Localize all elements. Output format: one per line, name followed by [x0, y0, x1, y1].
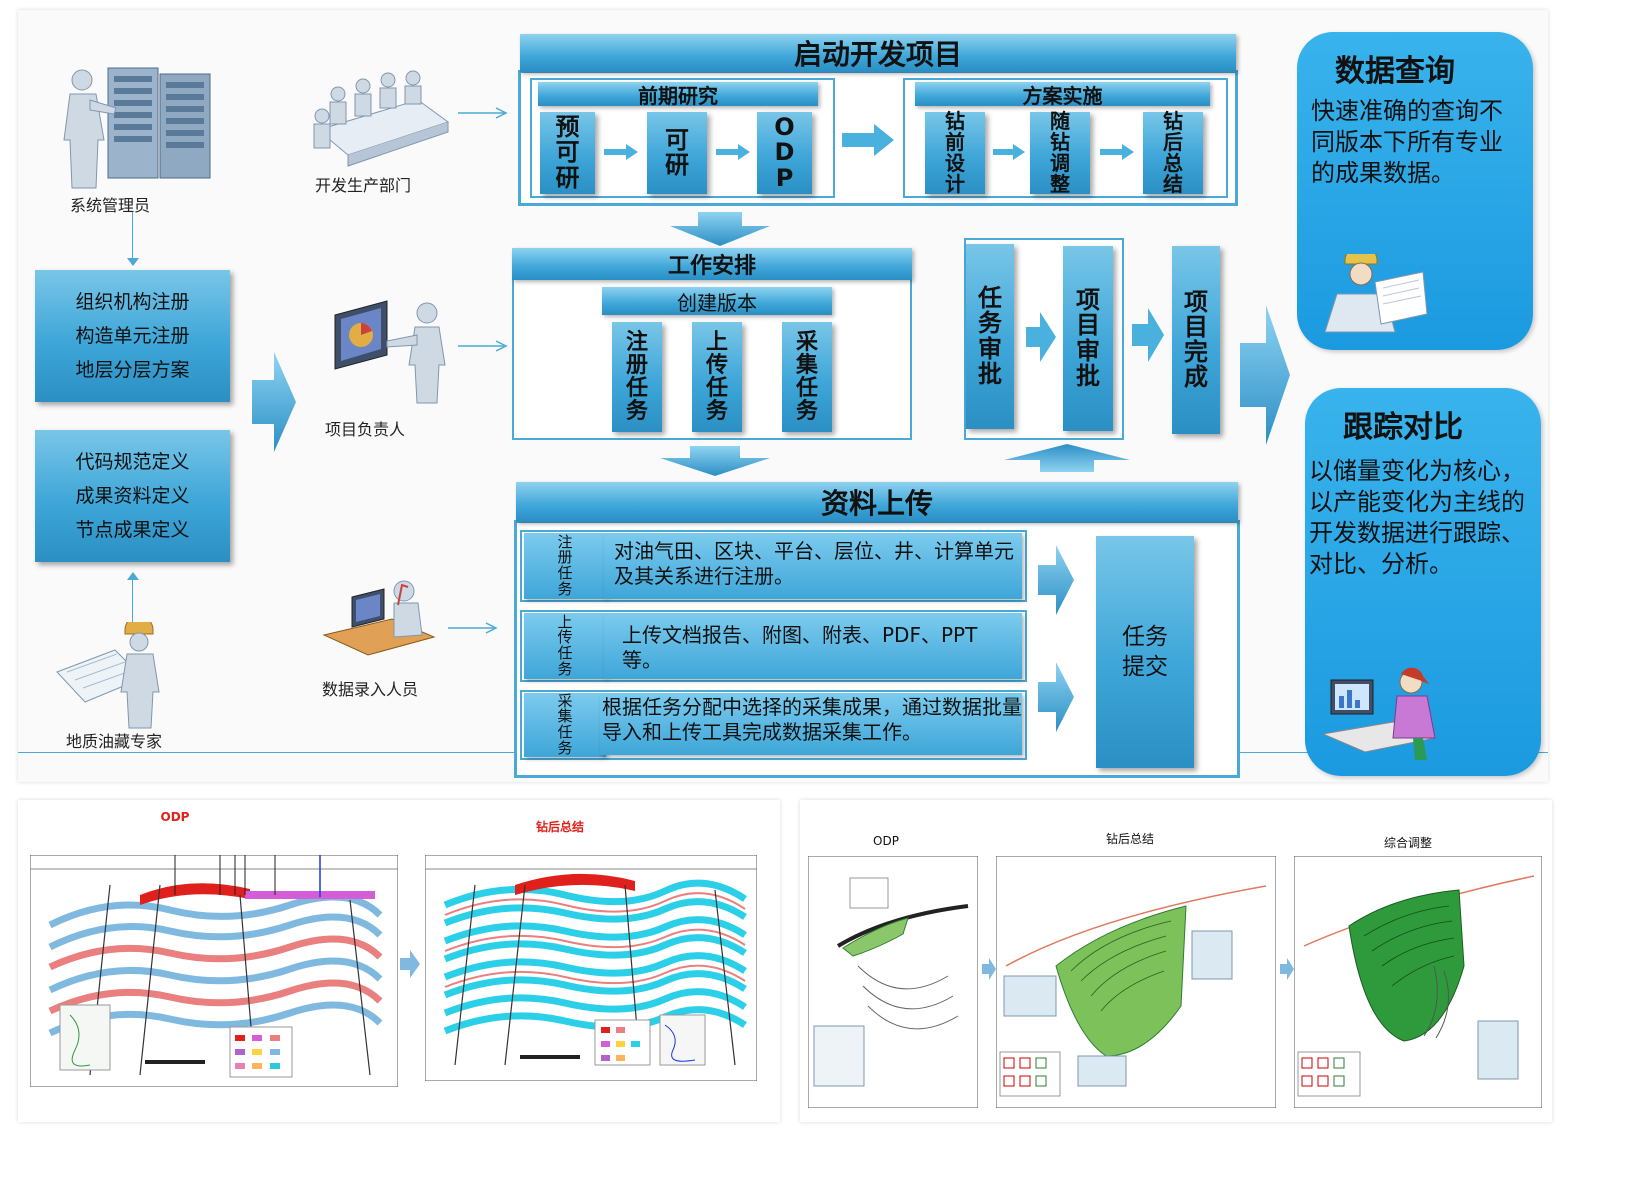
connector-admin-arrowhead	[127, 258, 139, 266]
down-arrow-2	[660, 446, 770, 476]
query-title: 数据查询	[1335, 54, 1455, 89]
map-adjust-title: 综合调整	[1383, 836, 1432, 850]
early-step-2: 可研	[647, 112, 707, 194]
impl-step-1: 钻前设计	[925, 111, 985, 195]
work-arrangement-title: 工作安排	[512, 248, 912, 280]
definition-line-2: 成果资料定义	[75, 485, 190, 507]
impl-step-3: 钻后总结	[1143, 111, 1203, 195]
arrow-data-entry	[448, 620, 498, 634]
analyst-at-computer-icon	[1321, 666, 1443, 764]
work-task-3: 采集任务	[782, 322, 832, 432]
big-right-arrow-left	[252, 352, 296, 452]
registration-line-2: 构造单元注册	[75, 325, 190, 347]
query-body: 快速准确的查询不同版本下所有专业的成果数据。	[1311, 97, 1503, 187]
map-adjust	[1293, 855, 1543, 1109]
tracking-title: 跟踪对比	[1343, 410, 1463, 445]
presentation-icon	[325, 295, 455, 405]
big-right-arrow-right	[1240, 305, 1290, 445]
cross-section-post-drill	[424, 854, 758, 1082]
map-post-drill	[995, 855, 1277, 1109]
registration-line-1: 组织机构注册	[75, 291, 190, 313]
early-step-1: 预可研	[540, 112, 595, 194]
early-to-impl-arrow	[842, 124, 894, 156]
upload-row-1-desc: 对油气田、区块、平台、层位、井、计算单元及其关系进行注册。	[614, 539, 1014, 588]
upload-row-3-desc: 根据任务分配中选择的采集成果，通过数据批量导入和上传工具完成数据采集工作。	[602, 695, 1022, 744]
upload-arrow-1	[1038, 545, 1074, 615]
tracking-body: 以储量变化为核心，以产能变化为主线的开发数据进行跟踪、对比、分析。	[1309, 457, 1525, 578]
map-post-drill-title: 钻后总结	[1105, 832, 1154, 846]
definition-line-1: 代码规范定义	[75, 451, 190, 473]
query-callout: 数据查询 快速准确的查询不同版本下所有专业的成果数据。	[1297, 32, 1533, 350]
early-study-title: 前期研究	[538, 82, 818, 108]
map-odp	[807, 855, 979, 1109]
map-odp-title: ODP	[873, 834, 899, 848]
upload-row-3-desc-box: 根据任务分配中选择的采集成果，通过数据批量导入和上传工具完成数据采集工作。	[600, 693, 1022, 755]
arrow-dev-dept	[458, 105, 508, 119]
impl-arrow-2	[1100, 144, 1134, 160]
early-arrow-1	[604, 144, 638, 160]
connector-geologist-up	[132, 578, 133, 622]
cross-section-post-drill-title: 钻后总结	[535, 820, 584, 834]
impl-step-2: 随钻调整	[1030, 111, 1090, 195]
map-arrow-1	[982, 958, 996, 980]
impl-arrow-1	[993, 144, 1025, 160]
upload-row-3-tag: 采集任务	[524, 693, 606, 757]
up-arrow	[1004, 444, 1130, 472]
approval-arrow-1	[1026, 312, 1056, 362]
upload-row-1-desc-box: 对油气田、区块、平台、层位、井、计算单元及其关系进行注册。	[604, 533, 1022, 599]
task-approval: 任务审批	[966, 244, 1014, 429]
map-arrow-2	[1280, 958, 1294, 980]
definition-line-3: 节点成果定义	[75, 519, 190, 541]
registration-line-3: 地层分层方案	[75, 359, 190, 381]
data-upload-title: 资料上传	[516, 482, 1238, 522]
upload-row-2-desc: 上传文档报告、附图、附表、PDF、PPT等。	[622, 623, 978, 672]
actor-admin-label: 系统管理员	[70, 196, 151, 215]
task-submit-box: 任务提交	[1096, 536, 1194, 768]
upload-row-2-tag: 上传任务	[524, 613, 606, 679]
implementation-title: 方案实施	[915, 82, 1210, 108]
actor-project-lead-label: 项目负责人	[325, 420, 406, 439]
reader-icon	[1315, 245, 1435, 344]
upload-row-2-desc-box: 上传文档报告、附图、附表、PDF、PPT等。	[604, 613, 1022, 679]
cross-section-odp-title: ODP	[160, 810, 190, 824]
computer-operator-icon	[322, 575, 437, 665]
cross-section-odp	[29, 854, 399, 1088]
actor-dev-dept-label: 开发生产部门	[315, 176, 412, 195]
start-project-title: 启动开发项目	[520, 34, 1236, 72]
actor-data-entry-label: 数据录入人员	[322, 680, 419, 699]
upload-row-1-tag: 注册任务	[524, 533, 606, 599]
work-task-2: 上传任务	[692, 322, 742, 432]
server-admin-icon	[60, 60, 220, 190]
arrow-project-lead	[458, 338, 508, 352]
registration-box: 组织机构注册 构造单元注册 地层分层方案	[35, 270, 230, 402]
work-task-1: 注册任务	[612, 322, 662, 432]
task-submit-label: 任务提交	[1122, 624, 1168, 680]
early-arrow-2	[716, 144, 750, 160]
definition-box: 代码规范定义 成果资料定义 节点成果定义	[35, 430, 230, 562]
connector-admin-down	[132, 212, 133, 264]
project-approval: 项目审批	[1063, 246, 1113, 431]
upload-arrow-2	[1038, 662, 1074, 732]
meeting-icon	[308, 70, 453, 170]
cross-section-arrow	[400, 950, 420, 978]
project-complete: 项目完成	[1172, 246, 1220, 434]
actor-geologist-label: 地质油藏专家	[66, 732, 163, 751]
approval-arrow-2	[1132, 308, 1164, 362]
create-version-bar: 创建版本	[602, 287, 832, 315]
engineer-blueprint-icon	[55, 615, 165, 730]
connector-geologist-arrowhead	[127, 572, 139, 580]
tracking-callout: 跟踪对比 以储量变化为核心，以产能变化为主线的开发数据进行跟踪、对比、分析。	[1305, 388, 1541, 776]
down-arrow-1	[670, 212, 770, 246]
